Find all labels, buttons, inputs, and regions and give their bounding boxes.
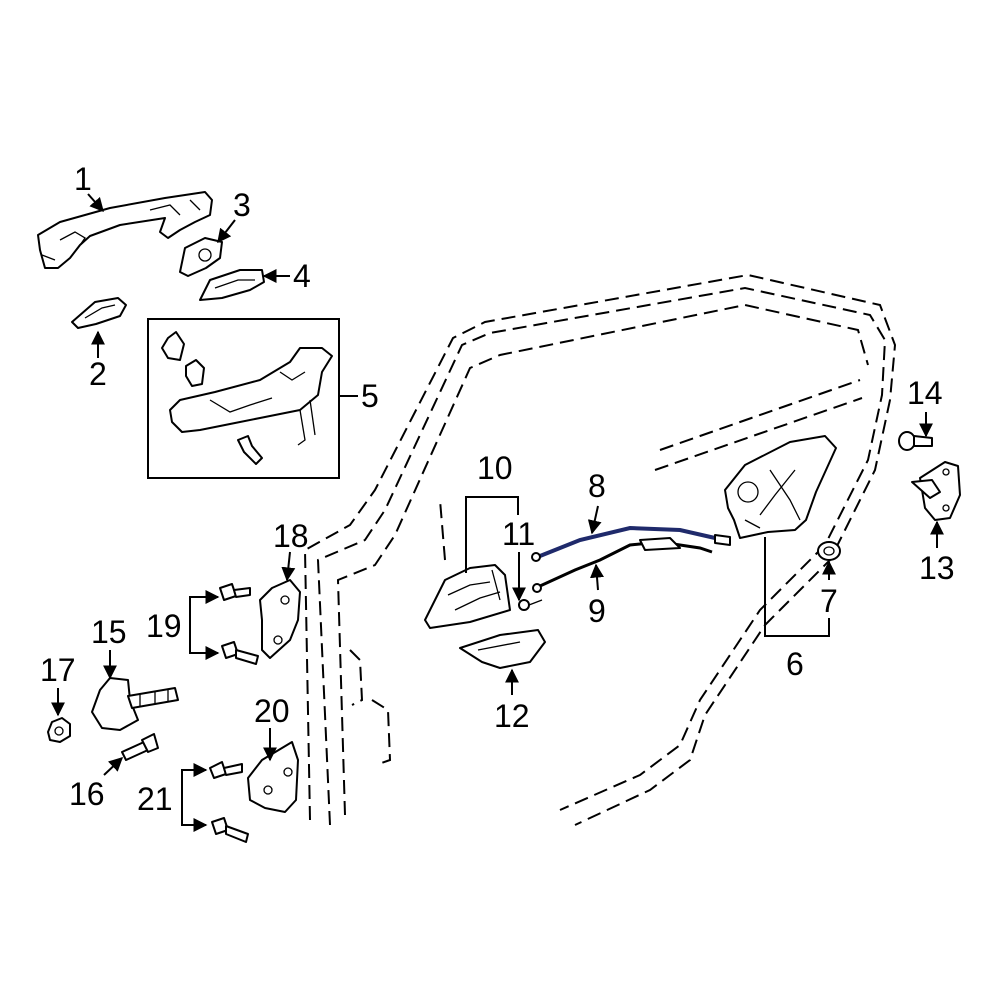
callout-3: 3 [233,187,251,223]
check-nut-part [47,717,71,743]
striker-part [911,461,961,521]
lower-hinge-bolts-part [209,761,249,843]
inside-handle-part [424,564,511,629]
handle-pad-part [71,297,127,329]
callout-13: 13 [919,550,955,586]
callout-6: 6 [786,646,804,682]
lock-cable-part [531,525,731,562]
callout-1: 1 [74,161,92,197]
callout-9: 9 [588,593,606,629]
callout-21: 21 [137,781,173,817]
callout-19: 19 [146,608,182,644]
handle-frame-inset [147,318,340,479]
outside-handle-part [37,191,213,269]
callout-10: 10 [477,450,513,486]
handle-bezel-part [459,629,546,669]
handle-cap-part [179,237,223,277]
callout-20: 20 [254,693,290,729]
rear-door-outline [303,273,897,826]
check-bolt-part [121,733,159,761]
callout-7: 7 [820,583,838,619]
lower-hinge-part [247,741,299,813]
callout-18: 18 [273,518,309,554]
leader-lines [51,193,944,832]
callout-14: 14 [907,375,943,411]
callout-4: 4 [293,258,311,294]
callout-2: 2 [89,356,107,392]
striker-screw-part [898,431,933,451]
callout-15: 15 [91,614,127,650]
callout-8: 8 [588,468,606,504]
callout-11: 11 [502,516,535,552]
upper-hinge-bolts-part [219,583,259,665]
door-check-part [91,677,179,731]
rod-clip-part [518,599,543,611]
callout-5: 5 [361,378,379,414]
door-lock-part [724,435,837,539]
handle-cover-part [199,269,265,301]
callout-16: 16 [69,776,105,812]
callout-12: 12 [494,698,530,734]
grommet-part [817,541,841,561]
callout-17: 17 [40,652,76,688]
callout-numbers: 1 2 3 4 5 6 7 8 9 10 11 12 13 14 15 16 1… [40,161,955,817]
upper-hinge-part [259,579,301,659]
remote-cable-part [532,537,713,593]
